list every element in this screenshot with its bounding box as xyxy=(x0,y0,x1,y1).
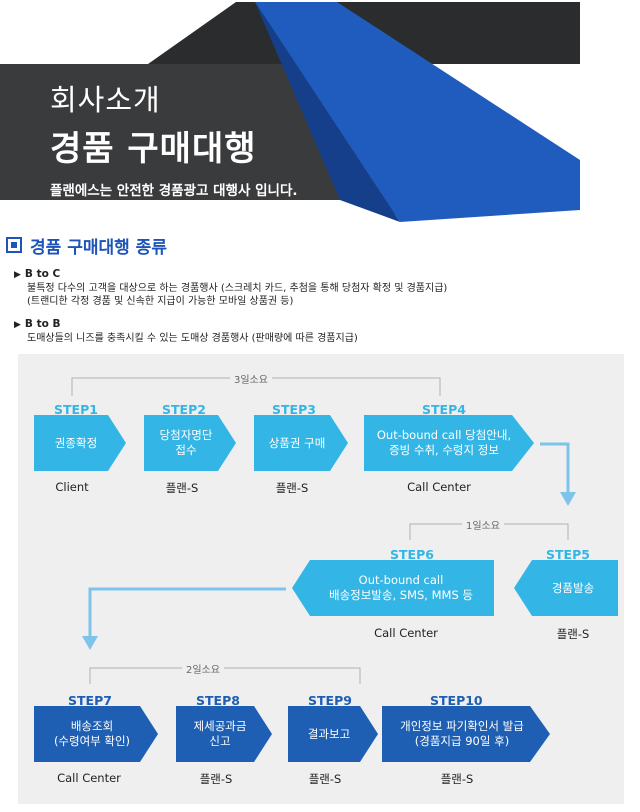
section-heading: 경품 구매대행 종류 xyxy=(6,234,167,258)
step8-shape xyxy=(176,706,272,762)
type-desc-line: (트랜디한 각정 경품 및 신속한 지급이 가능한 모바일 상품권 등) xyxy=(27,296,294,307)
duration-label: 3일소요 xyxy=(230,371,272,386)
step9-label: STEP9 xyxy=(308,693,352,708)
type-b2c: ▶B to C 불특정 다수의 고객을 대상으로 하는 경품행사 (스크레치 카… xyxy=(14,268,447,308)
duration-label: 1일소요 xyxy=(462,517,504,532)
arrow-head-icon xyxy=(560,492,576,506)
process-flow-diagram: 3일소요 1일소요 2일소요 STEP1 STEP2 STEP3 STEP4 S… xyxy=(18,354,624,804)
square-bullet-icon xyxy=(6,237,22,253)
step5-text: 경품발송 xyxy=(551,580,595,595)
step8-actor: 플랜-S xyxy=(199,772,233,786)
step10-label: STEP10 xyxy=(430,693,483,708)
step2-label: STEP2 xyxy=(162,402,206,417)
step2-shape xyxy=(144,415,236,471)
step1-actor: Client xyxy=(55,480,89,494)
step9-actor: 플랜-S xyxy=(308,772,342,786)
step10-text: 개인정보 파기확인서 발급(경품지급 90일 후) xyxy=(400,719,524,748)
header-graphic xyxy=(0,2,580,222)
flow-arrow xyxy=(540,442,570,494)
step3-text: 상품권 구매 xyxy=(268,435,326,450)
step4-text: Out-bound call 당첨안내,증빙 수취, 수령지 정보 xyxy=(376,428,512,457)
header-subtitle: 회사소개 xyxy=(50,83,161,117)
step6-label: STEP6 xyxy=(390,547,434,562)
step9-text: 결과보고 xyxy=(307,726,351,741)
step6-actor: Call Center xyxy=(374,626,438,640)
step7-label: STEP7 xyxy=(68,693,112,708)
step1-shape xyxy=(34,415,126,471)
step4-shape xyxy=(364,415,534,471)
step3-shape xyxy=(254,415,348,471)
step7-shape xyxy=(34,706,158,762)
step4-actor: Call Center xyxy=(407,480,471,494)
step3-label: STEP3 xyxy=(272,402,316,417)
step7-actor: Call Center xyxy=(57,771,121,785)
step9-shape xyxy=(288,706,378,762)
step5-label: STEP5 xyxy=(546,547,590,562)
triangle-bullet-icon: ▶ xyxy=(14,270,21,280)
step4-label: STEP4 xyxy=(422,402,466,417)
step8-label: STEP8 xyxy=(196,693,240,708)
step10-actor: 플랜-S xyxy=(440,772,474,786)
step1-label: STEP1 xyxy=(54,402,98,417)
type-name: B to C xyxy=(24,268,61,280)
flow-connectors xyxy=(34,377,618,762)
step6-shape xyxy=(292,560,494,616)
step5-shape xyxy=(514,560,618,616)
type-b2b: ▶B to B 도매상들의 니즈를 충족시킬 수 있는 도매상 경품행사 (판매… xyxy=(14,318,358,345)
header-tagline: 플랜에스는 안전한 경품광고 대행사 입니다. xyxy=(50,183,298,199)
step3-actor: 플랜-S xyxy=(275,481,309,495)
triangle-bullet-icon: ▶ xyxy=(14,320,21,330)
flow-arrow xyxy=(88,587,286,638)
section-title: 경품 구매대행 종류 xyxy=(30,237,167,258)
type-desc-line: 도매상들의 니즈를 충족시킬 수 있는 도매상 경품행사 (판매량에 따른 경품… xyxy=(27,333,358,344)
arrow-head-icon xyxy=(82,636,98,650)
type-desc-line: 불특정 다수의 고객을 대상으로 하는 경품행사 (스크레치 카드, 추첨을 통… xyxy=(27,283,448,294)
type-name: B to B xyxy=(24,318,61,330)
step7-text: 배송조회(수령여부 확인) xyxy=(53,719,131,748)
step2-actor: 플랜-S xyxy=(165,481,199,495)
header-banner: 회사소개 경품 구매대행 플랜에스는 안전한 경품광고 대행사 입니다. xyxy=(0,0,640,224)
header-title: 경품 구매대행 xyxy=(50,129,257,169)
duration-bracket xyxy=(89,667,361,684)
step1-text: 권종확정 xyxy=(54,435,98,450)
step5-actor: 플랜-S xyxy=(556,627,590,641)
step10-shape xyxy=(382,706,550,762)
duration-label: 2일소요 xyxy=(182,661,224,676)
